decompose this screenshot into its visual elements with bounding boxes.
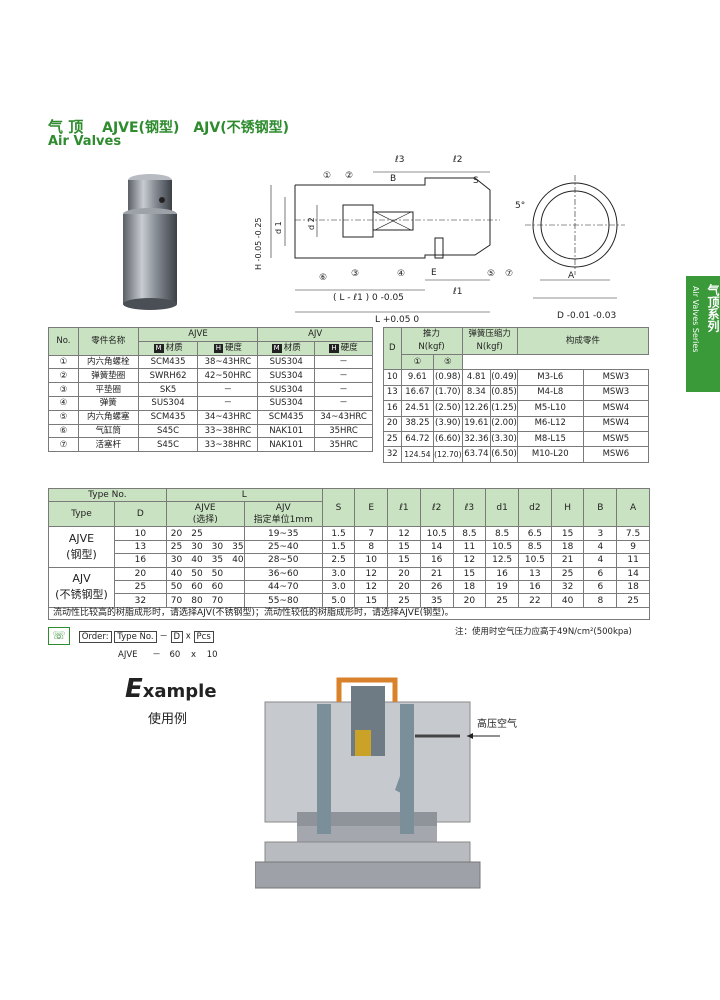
label-l2: ℓ2 <box>452 155 462 165</box>
label-e: E <box>431 268 437 278</box>
header-component-parts: 构成零件 <box>516 327 650 355</box>
page-subtitle: Air Valves <box>48 134 122 149</box>
label-l-minus-l1: ( L - ℓ1 ) 0 -0.05 <box>333 293 404 303</box>
high-pressure-air-label: 高压空气 <box>477 717 517 730</box>
header-ajve: AJVE <box>137 327 259 342</box>
header-l-ajve: AJVE(选择) <box>165 501 245 528</box>
header-d: D <box>113 501 167 528</box>
example-heading: Example <box>125 674 217 704</box>
example-mold-illustration: 高压空气 <box>255 677 517 889</box>
label-l3: ℓ3 <box>394 155 404 165</box>
label-d1: d 1 <box>274 221 283 234</box>
product-photo <box>123 174 177 310</box>
header-l: L <box>165 487 323 503</box>
callout-6: ⑥ <box>319 273 327 283</box>
pressure-note: 注：使用时空气压力应高于49N/cm²(500kpa) <box>455 627 632 637</box>
label-d2: d 2 <box>307 217 316 230</box>
callout-1: ① <box>323 171 331 181</box>
side-category-tab[interactable]: 气顶系列 Air Valves Series <box>686 276 720 392</box>
callout-7: ⑦ <box>505 269 513 279</box>
header-part-5: ⑤ <box>433 353 463 371</box>
type-ajv: AJV(不锈钢型) <box>48 566 115 608</box>
type-ajve: AJVE(钢型) <box>48 526 115 568</box>
callout-4: ④ <box>397 269 405 279</box>
technical-drawing: ℓ3 ℓ2 B S 5° ① ② ③ ④ ⑤ ⑥ ⑦ E ℓ1 ( L - ℓ1… <box>254 155 625 325</box>
dimension-table: Type No. L S E ℓ1 ℓ2 ℓ3 d1 d2 H B A Type… <box>48 487 650 608</box>
order-example: ☏ Order: Type No. － D x Pcs AJVE － 60 x … <box>48 627 218 660</box>
header-type-no: Type No. <box>48 487 167 503</box>
header-ajv: AJV <box>257 327 373 342</box>
example-heading-cn: 使用例 <box>148 712 188 727</box>
header-no: No. <box>48 327 79 356</box>
label-l: L +0.05 0 <box>375 315 419 325</box>
label-s: S <box>473 176 479 186</box>
phone-icon[interactable]: ☏ <box>48 627 70 645</box>
label-b: B <box>390 174 396 184</box>
label-angle: 5° <box>515 201 525 211</box>
callout-2: ② <box>345 171 353 181</box>
header-part-name: 零件名称 <box>77 327 139 356</box>
callout-5: ⑤ <box>487 269 495 279</box>
label-h: H -0.05 -0.25 <box>254 218 263 271</box>
label-d: D -0.01 -0.03 <box>557 311 616 321</box>
selection-note: 流动性比较高的树脂成形时，请选择AJV(不锈钢型)；流动性较低的树脂成形时，请选… <box>48 607 650 620</box>
page-title: 气 顶 AJVE(钢型) AJV(不锈钢型) <box>48 118 290 136</box>
label-a: A <box>568 271 575 281</box>
callout-3: ③ <box>351 269 359 279</box>
header-type: Type <box>48 501 115 528</box>
header-part-1: ① <box>400 353 435 371</box>
header-d: D <box>383 326 402 371</box>
label-l1: ℓ1 <box>452 287 462 297</box>
